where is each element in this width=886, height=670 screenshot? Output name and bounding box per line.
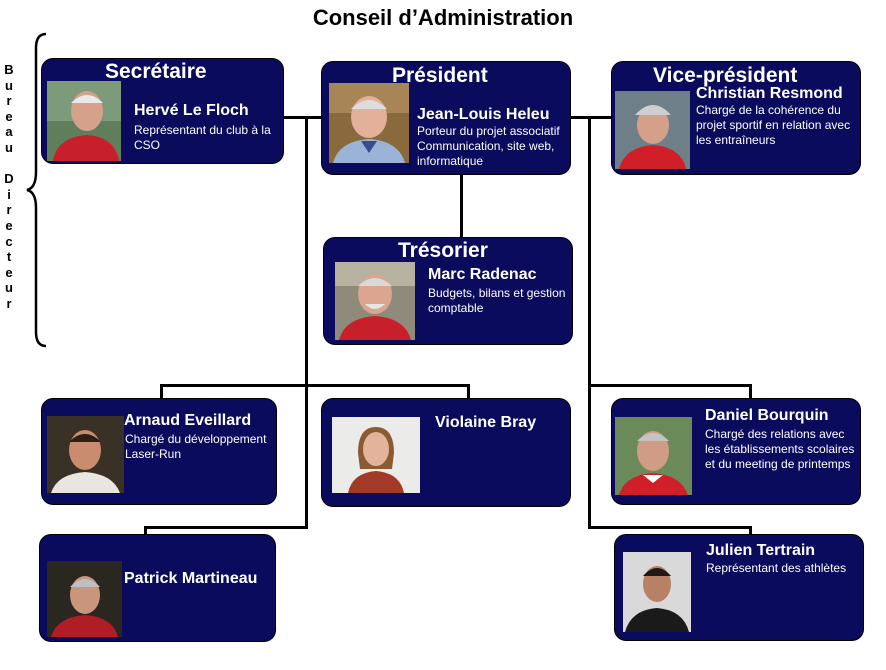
member-name: Arnaud Eveillard — [124, 412, 252, 429]
member-name: Marc Radenac — [428, 266, 537, 283]
card-julien-tertrain: Julien Tertrain Représentant des athlète… — [614, 534, 864, 641]
member-name: Jean-Louis Heleu — [417, 106, 550, 123]
portrait-photo — [47, 81, 121, 161]
connector-president-vice — [570, 116, 612, 119]
connector-julien-drop — [749, 526, 752, 536]
member-name: Daniel Bourquin — [705, 407, 829, 424]
portrait-photo — [47, 416, 124, 493]
portrait-photo — [47, 561, 122, 637]
card-vice-president: Vice-président Christian Resmond Chargé … — [611, 61, 861, 175]
portrait-photo — [615, 417, 692, 495]
member-name: Patrick Martineau — [124, 570, 258, 587]
member-description: Budgets, bilans et gestion comptable — [428, 286, 566, 315]
connector-patrick-branch — [144, 526, 308, 529]
card-patrick-martineau: Patrick Martineau — [39, 534, 276, 642]
connector-left-trunk — [305, 118, 308, 528]
connector-secretaire-president — [283, 116, 323, 119]
page-title: Conseil d’Administration — [312, 5, 574, 30]
connector-president-tresorier — [460, 174, 463, 238]
card-violaine-bray: Violaine Bray — [321, 398, 571, 507]
member-description: Chargé du développement Laser-Run — [125, 432, 267, 461]
member-description: Représentant des athlètes — [706, 561, 847, 575]
portrait-photo — [615, 91, 690, 169]
portrait-photo — [332, 417, 420, 493]
role-title: Trésorier — [398, 239, 488, 262]
card-arnaud-eveillard: Arnaud Eveillard Chargé du développement… — [41, 398, 277, 505]
connector-patrick-drop — [144, 526, 147, 536]
connector-right-trunk — [588, 118, 591, 528]
member-description: Porteur du projet associatif Communicati… — [417, 124, 560, 168]
connector-arnaud-drop — [160, 384, 163, 400]
portrait-photo — [329, 83, 409, 163]
member-name: Violaine Bray — [435, 414, 537, 431]
role-title: Secrétaire — [105, 60, 207, 83]
member-description: Chargé des relations avec les établissem… — [705, 427, 855, 471]
role-title: Vice-président — [653, 64, 798, 87]
card-secretaire: Secrétaire Hervé Le Floch Représentant d… — [41, 58, 284, 164]
connector-daniel-drop — [749, 384, 752, 400]
member-description: Représentant du club à la CSO — [134, 123, 271, 152]
card-daniel-bourquin: Daniel Bourquin Chargé des relations ave… — [611, 398, 861, 505]
member-name: Christian Resmond — [696, 85, 843, 102]
bureau-brace — [26, 32, 47, 348]
card-tresorier: Trésorier Marc Radenac Budgets, bilans e… — [323, 237, 573, 345]
connector-julien-branch — [588, 526, 752, 529]
portrait-photo — [623, 552, 691, 632]
member-name: Julien Tertrain — [706, 542, 816, 559]
role-title: Président — [392, 64, 488, 87]
connector-violaine-drop — [467, 384, 470, 400]
portrait-photo — [335, 262, 415, 340]
member-name: Hervé Le Floch — [134, 102, 249, 119]
bureau-directeur-label: B u r e a u D i r e c t e u r — [4, 62, 14, 311]
card-president: Président Jean-Louis Heleu Porteur du pr… — [321, 61, 571, 175]
member-description: Chargé de la cohérence du projet sportif… — [696, 103, 851, 147]
connector-daniel-branch — [588, 384, 752, 387]
connector-left-branch — [160, 384, 470, 387]
